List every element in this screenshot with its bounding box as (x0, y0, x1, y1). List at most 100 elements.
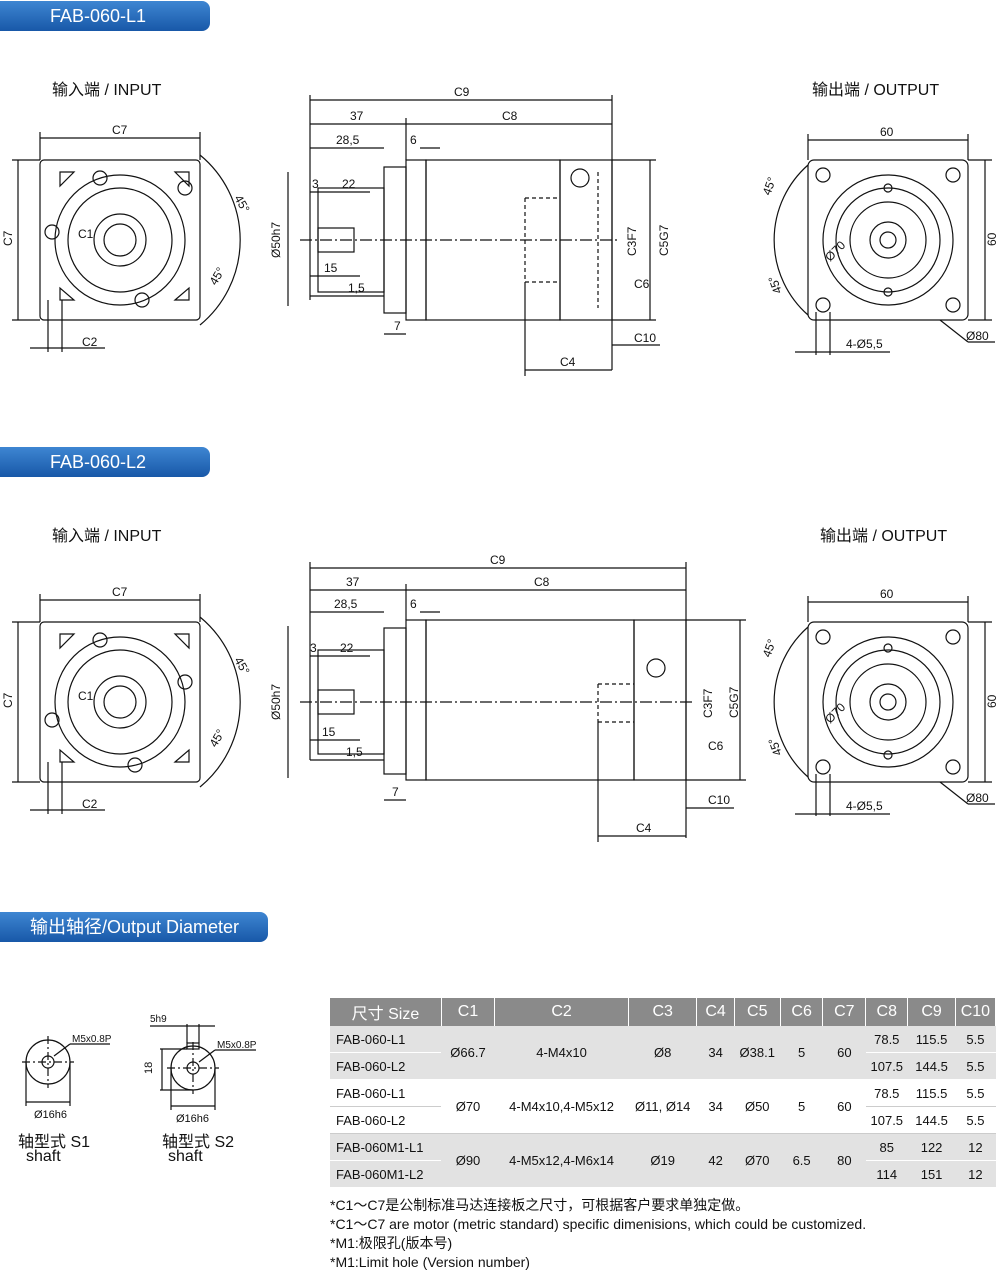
dim-c1: C1 (78, 689, 94, 703)
dim-28-5: 28,5 (334, 597, 358, 611)
note-line: *C1～C7 are motor (metric standard) speci… (330, 1216, 867, 1232)
table-header: C1 (441, 998, 496, 1026)
dim-60: 60 (985, 232, 999, 246)
table-cell: Ø70 (441, 1079, 495, 1134)
table-cell: 12 (955, 1160, 996, 1188)
table-cell: Ø66.7 (441, 1026, 495, 1080)
input-label: 输入端 / INPUT (52, 82, 162, 99)
dim-45: 45° (765, 274, 784, 296)
table-header: C7 (822, 998, 867, 1026)
dim-7: 7 (392, 785, 399, 799)
table-cell: Ø90 (441, 1133, 495, 1188)
dim-45: 45° (231, 655, 252, 678)
note-line: *C1～C7是公制标准马达连接板之尺寸，可根据客户要求单独定做。 (330, 1197, 750, 1213)
dim-22: 22 (342, 177, 356, 191)
s2-height: 18 (143, 1062, 155, 1074)
table-header: C10 (955, 998, 997, 1026)
table-cell: Ø38.1 (734, 1026, 781, 1080)
table-cell: Ø19 (628, 1133, 697, 1188)
dim-c7: C7 (112, 585, 128, 599)
dim-c6: C6 (708, 739, 724, 753)
dim-holes: 4-Ø5,5 (846, 337, 883, 351)
dim-28-5: 28,5 (336, 133, 360, 147)
table-cell: 107.5 (865, 1052, 908, 1080)
dim-c10: C10 (634, 331, 656, 345)
table-header: 尺寸 Size (330, 998, 442, 1026)
table-cell: 144.5 (907, 1106, 956, 1134)
dim-c7: C7 (1, 230, 15, 246)
footnotes: *C1～C7是公制标准马达连接板之尺寸，可根据客户要求单独定做。 *C1～C7 … (330, 1196, 866, 1272)
dim-45: 45° (231, 193, 252, 216)
dim-c2: C2 (82, 797, 98, 811)
dim-50h7: Ø50h7 (269, 222, 283, 258)
table-header-row: 尺寸 Size C1 C2 C3 C4 C5 C6 C7 C8 C9 C10 (330, 998, 997, 1026)
table-header: C4 (696, 998, 735, 1026)
table-cell: 4-M4x10 (494, 1026, 629, 1080)
table-cell: 5.5 (955, 1079, 996, 1107)
dim-c7: C7 (112, 123, 128, 137)
dim-7: 7 (394, 319, 401, 333)
table-cell: 80 (822, 1133, 866, 1188)
output-label: 输出端 / OUTPUT (812, 82, 940, 99)
section-tab-l1: FAB-060-L1 (0, 1, 210, 31)
s1-thread: M5x0.8P (72, 1034, 112, 1045)
table-cell: 4-M5x12,4-M6x14 (494, 1133, 629, 1188)
dim-1-5: 1,5 (346, 745, 363, 759)
table-cell: 151 (907, 1160, 956, 1188)
dim-c4: C4 (636, 821, 652, 835)
note-line: *M1:Limit hole (Version number) (330, 1254, 530, 1270)
dim-c4: C4 (560, 355, 576, 369)
dim-c7: C7 (1, 692, 15, 708)
shaft-types-drawing: M5x0.8P Ø16h6 5h9 18 M5x0.8P Ø16h6 (22, 1014, 257, 1125)
dim-holes: 4-Ø5,5 (846, 799, 883, 813)
table-cell: 144.5 (907, 1052, 956, 1080)
dim-50h7: Ø50h7 (269, 684, 283, 720)
table-cell: 78.5 (865, 1079, 908, 1107)
table-header: C3 (628, 998, 698, 1026)
s1-diameter: Ø16h6 (34, 1109, 67, 1121)
input-flange (39, 159, 201, 321)
dim-c6: C6 (634, 277, 650, 291)
table-row: FAB-060-L2 107.5 144.5 5.5 (330, 1052, 996, 1080)
table-cell: 34 (696, 1026, 735, 1080)
dim-37: 37 (350, 109, 364, 123)
dim-80: Ø80 (966, 791, 989, 805)
dim-60: 60 (880, 125, 894, 139)
table-cell: 5.5 (955, 1026, 996, 1053)
dim-3: 3 (310, 641, 317, 655)
table-cell: 34 (696, 1079, 735, 1134)
dim-c9: C9 (490, 553, 506, 567)
dim-c8: C8 (534, 575, 550, 589)
dim-6: 6 (410, 133, 417, 147)
l2-drawing: C7 C7 C1 C2 45° 45° C9 C8 37 28,5 6 3 22… (1, 553, 999, 842)
table-cell: Ø8 (628, 1026, 697, 1080)
table-cell: 114 (865, 1160, 908, 1188)
table-cell: FAB-060-L2 (330, 1052, 442, 1080)
table-row: FAB-060M1-L2 114 151 12 (330, 1160, 996, 1188)
dim-45: 45° (206, 265, 227, 288)
shaft-s2-label: 轴型式 S2 (162, 1134, 235, 1151)
dim-45: 45° (760, 175, 779, 197)
table-cell: Ø70 (734, 1133, 781, 1188)
dim-c8: C8 (502, 109, 518, 123)
dim-37: 37 (346, 575, 360, 589)
table-cell: 6.5 (780, 1133, 823, 1188)
table-row: FAB-060-L1 Ø66.7 4-M4x10 Ø8 34 Ø38.1 5 6… (330, 1026, 996, 1080)
dim-45: 45° (206, 727, 227, 750)
table-cell: FAB-060-L1 (330, 1079, 442, 1107)
dim-c3: C3F7 (625, 226, 639, 256)
table-cell: 5 (780, 1026, 823, 1080)
table-header: C2 (494, 998, 629, 1026)
table-cell: 60 (822, 1079, 866, 1134)
dim-60: 60 (985, 694, 999, 708)
dim-c2: C2 (82, 335, 98, 349)
table-cell: Ø11, Ø14 (628, 1079, 697, 1134)
s2-diameter: Ø16h6 (176, 1113, 209, 1125)
section-tab-l2: FAB-060-L2 (0, 447, 210, 477)
dim-80: Ø80 (966, 329, 989, 343)
table-cell: 115.5 (907, 1079, 956, 1107)
dim-22: 22 (340, 641, 354, 655)
input-label: 输入端 / INPUT (52, 528, 162, 545)
table-cell: 5 (780, 1079, 823, 1134)
dim-60: 60 (880, 587, 894, 601)
